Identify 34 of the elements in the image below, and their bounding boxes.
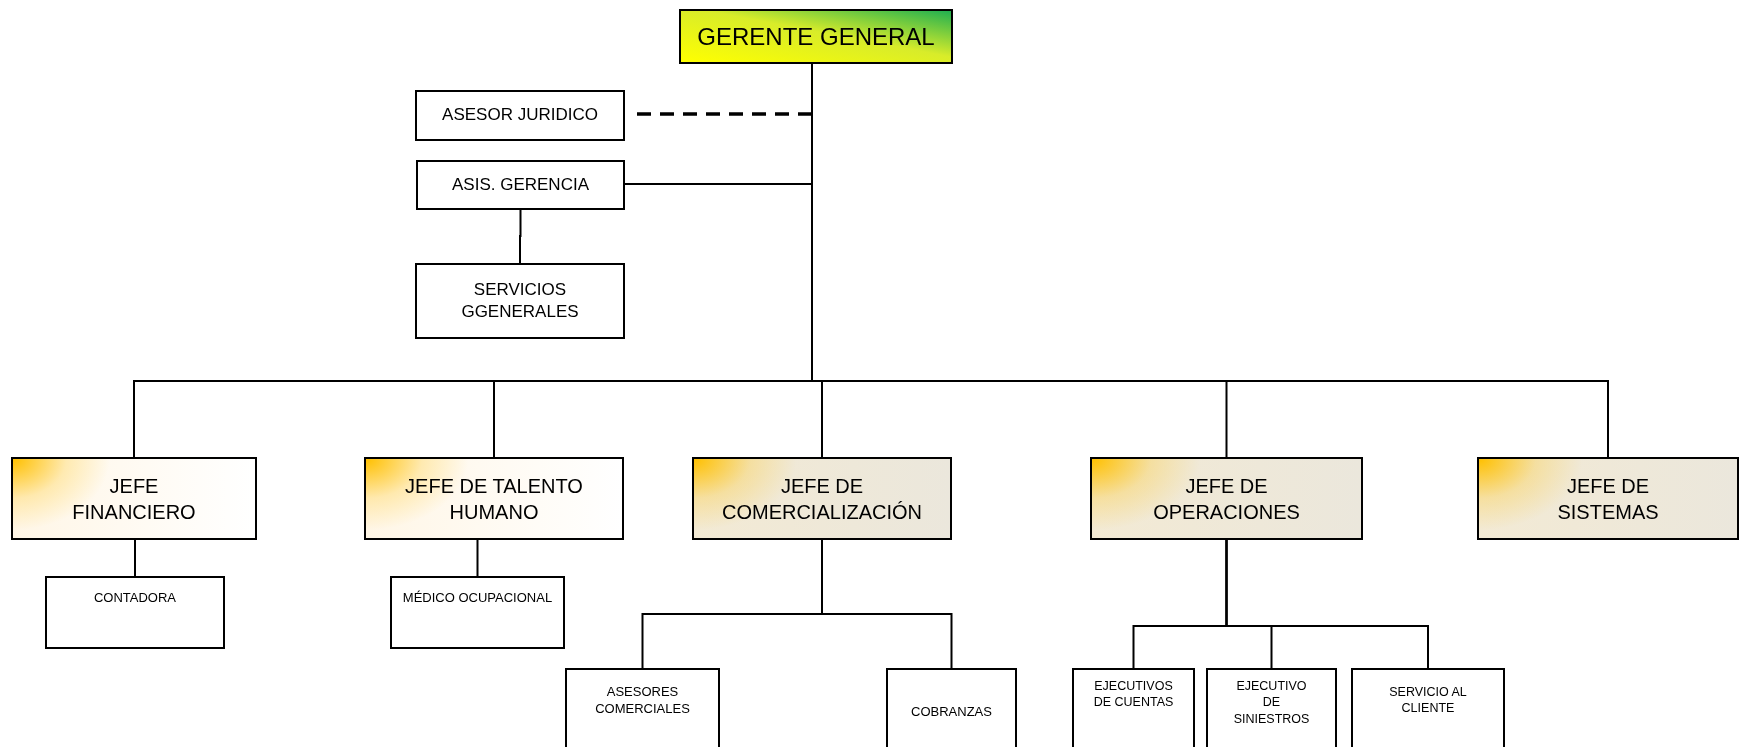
position-title: SERVICIOS GGENERALES (460, 278, 580, 323)
connector-line (519, 209, 522, 264)
connector-line (1225, 539, 1429, 669)
position-title: EJECUTIVOS DE CUENTAS (1093, 678, 1174, 711)
position-title: MÉDICO OCUPACIONAL (402, 590, 553, 607)
org-box (1090, 457, 1363, 540)
position-title: ASESORES COMERCIALES (594, 684, 691, 718)
position-title: JEFE DE SISTEMAS (1556, 473, 1660, 525)
org-box (364, 457, 624, 540)
position-title: SERVICIO AL CLIENTE (1388, 684, 1468, 717)
org-box (692, 457, 952, 540)
org-box (45, 576, 225, 649)
position-title: COBRANZAS (911, 704, 992, 721)
org-box (390, 576, 565, 649)
position-title: JEFE DE COMERCIALIZACIÓN (721, 473, 923, 525)
position-title: EJECUTIVO DE SINIESTROS (1232, 678, 1311, 727)
position-title: JEFE DE OPERACIONES (1152, 473, 1301, 525)
org-box (565, 668, 720, 747)
position-title: GERENTE GENERAL (697, 21, 935, 52)
org-box (886, 668, 1017, 747)
org-box (415, 90, 625, 141)
org-box (1477, 457, 1739, 540)
position-title: ASIS. GERENCIA (452, 173, 589, 196)
org-box (1351, 668, 1505, 747)
org-box (679, 9, 953, 64)
org-box (1206, 668, 1337, 747)
org-box (11, 457, 257, 540)
position-title: ASESOR JURIDICO (442, 104, 598, 127)
position-title: JEFE DE TALENTO HUMANO (404, 473, 584, 525)
org-box (1072, 668, 1195, 747)
position-title: JEFE FINANCIERO (71, 473, 197, 525)
org-box (415, 263, 625, 339)
position-title: CONTADORA (93, 590, 177, 607)
org-box (416, 160, 625, 210)
